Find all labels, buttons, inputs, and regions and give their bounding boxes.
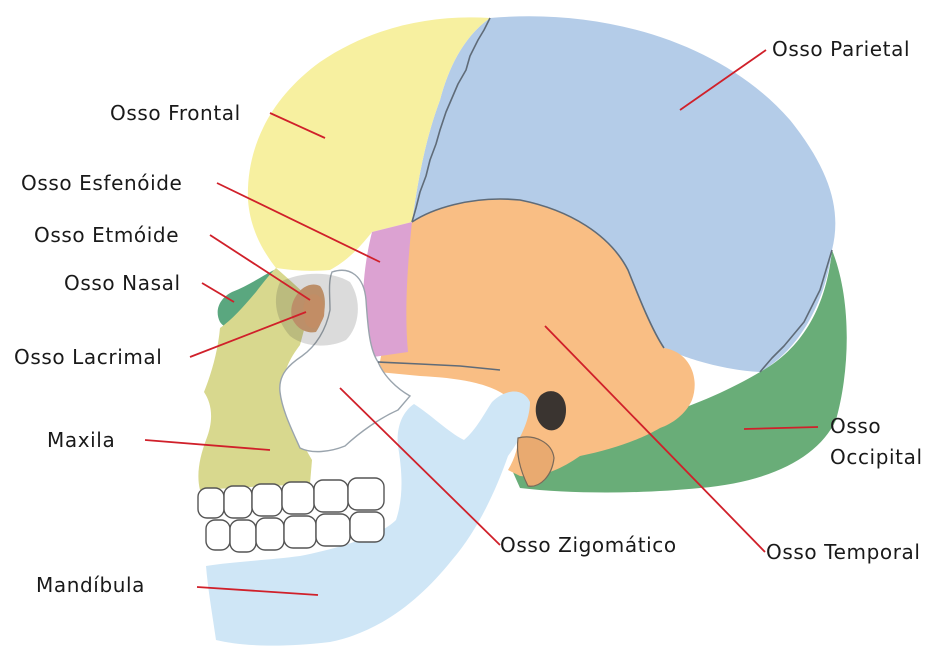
tooth — [198, 488, 224, 518]
tooth — [206, 520, 230, 550]
tooth — [284, 516, 316, 548]
tooth — [256, 518, 284, 550]
label-frontal: Osso Frontal — [110, 101, 241, 125]
leader-nasal — [202, 283, 234, 302]
label-nasal: Osso Nasal — [64, 271, 181, 295]
label-occipital-line1: Osso — [830, 414, 881, 438]
label-sphenoid: Osso Esfenóide — [21, 171, 182, 195]
label-occipital-line2: Occipital — [830, 445, 923, 469]
label-zygomatic: Osso Zigomático — [500, 533, 677, 557]
tooth — [348, 478, 384, 510]
label-parietal: Osso Parietal — [772, 37, 910, 61]
tooth — [224, 486, 252, 518]
label-lacrimal: Osso Lacrimal — [14, 345, 162, 369]
tooth — [314, 480, 348, 512]
tooth — [316, 514, 350, 546]
tooth — [350, 512, 384, 542]
label-mandible: Mandíbula — [36, 573, 145, 597]
label-temporal: Osso Temporal — [766, 540, 921, 564]
tooth — [282, 482, 314, 514]
label-maxilla: Maxila — [47, 428, 115, 452]
tooth — [252, 484, 282, 516]
tooth — [230, 520, 256, 552]
label-ethmoid: Osso Etmóide — [34, 223, 179, 247]
